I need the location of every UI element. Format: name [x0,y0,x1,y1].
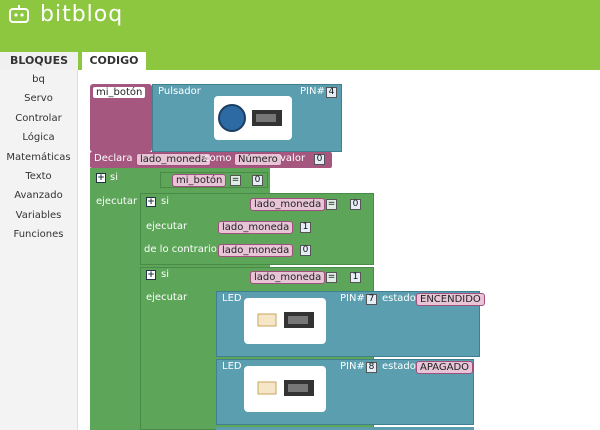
sidebar-item-controlar[interactable]: Controlar [15,112,62,124]
led1-state-field[interactable]: ENCENDIDO [416,293,485,306]
led1-pin-field[interactable]: 7 [366,294,377,305]
if3-value[interactable]: 1 [350,272,361,283]
if-expand-icon[interactable]: + [96,173,106,183]
if3-expand-icon[interactable]: + [146,270,156,280]
if3-ejecutar: ejecutar [146,292,188,303]
if2-set-var[interactable]: lado_moneda [218,221,294,234]
led2-state-label: estado [382,361,416,372]
if2-set-value[interactable]: 1 [300,222,311,233]
block-category-sidebar: bq Servo Controlar Lógica Matemáticas Te… [0,70,78,430]
led2-pin-label: PIN# [340,361,365,372]
sidebar-item-avanzado[interactable]: Avanzado [14,190,63,202]
led1-state-label: estado [382,293,416,304]
app-header: bitbloq [0,0,600,52]
if-outer-value[interactable]: 0 [252,175,263,186]
robot-logo-icon [9,5,29,23]
pulsador-image [214,96,292,140]
if3-si: si [161,269,169,280]
workspace-canvas[interactable]: mi_botón Pulsador PIN# 4 Declara lado_mo… [78,70,600,430]
if2-si: si [161,196,169,207]
led1-image [244,298,326,344]
tab-bar: BLOQUES CODIGO [0,52,600,70]
if3-var[interactable]: lado_moneda [250,271,326,284]
declare-type-field[interactable]: Número [234,153,282,166]
if2-var[interactable]: lado_moneda [250,198,326,211]
led1-pin-label: PIN# [340,293,365,304]
if-outer-eq[interactable]: = [230,175,241,186]
if2-else-var[interactable]: lado_moneda [218,244,294,257]
if2-value[interactable]: 0 [350,199,361,210]
if2-else-value[interactable]: 0 [300,245,311,256]
app-title: bitbloq [40,2,124,27]
led2-pin-field[interactable]: 8 [366,362,377,373]
pin-label: PIN# [300,86,325,97]
declare-valor: valor [280,153,306,164]
led2-state-field[interactable]: APAGADO [416,361,474,374]
led2-label: LED [222,361,242,372]
tab-codigo[interactable]: CODIGO [82,52,146,70]
declare-como: como [204,153,232,164]
led1-label: LED [222,293,242,304]
tab-bloques[interactable]: BLOQUES [0,52,78,70]
declare-value-field[interactable]: 0 [314,154,325,165]
if-outer-si: si [110,172,118,183]
sidebar-item-logica[interactable]: Lógica [22,132,55,144]
sidebar-item-servo[interactable]: Servo [24,93,53,105]
led-block-3-partial[interactable] [216,427,474,430]
button-pin-field[interactable]: 4 [326,87,337,98]
led2-image [244,366,326,412]
button-name-field[interactable]: mi_botón [92,86,147,99]
if-outer-var[interactable]: mi_botón [172,174,227,187]
sidebar-item-variables[interactable]: Variables [15,209,62,221]
if2-expand-icon[interactable]: + [146,197,156,207]
if2-eq[interactable]: = [326,199,337,210]
declare-prefix: Declara [94,153,133,164]
sidebar-item-texto[interactable]: Texto [25,170,52,182]
if3-eq[interactable]: = [326,272,337,283]
if2-else: de lo contrario [144,244,217,255]
declare-var-field[interactable]: lado_moneda [136,153,212,166]
if2-ejecutar: ejecutar [146,221,188,232]
pulsador-label: Pulsador [158,86,201,97]
if-outer-ejecutar: ejecutar [96,196,138,207]
sidebar-item-bq[interactable]: bq [32,74,45,85]
sidebar-item-funciones[interactable]: Funciones [13,229,64,241]
sidebar-item-matematicas[interactable]: Matemáticas [6,151,71,163]
